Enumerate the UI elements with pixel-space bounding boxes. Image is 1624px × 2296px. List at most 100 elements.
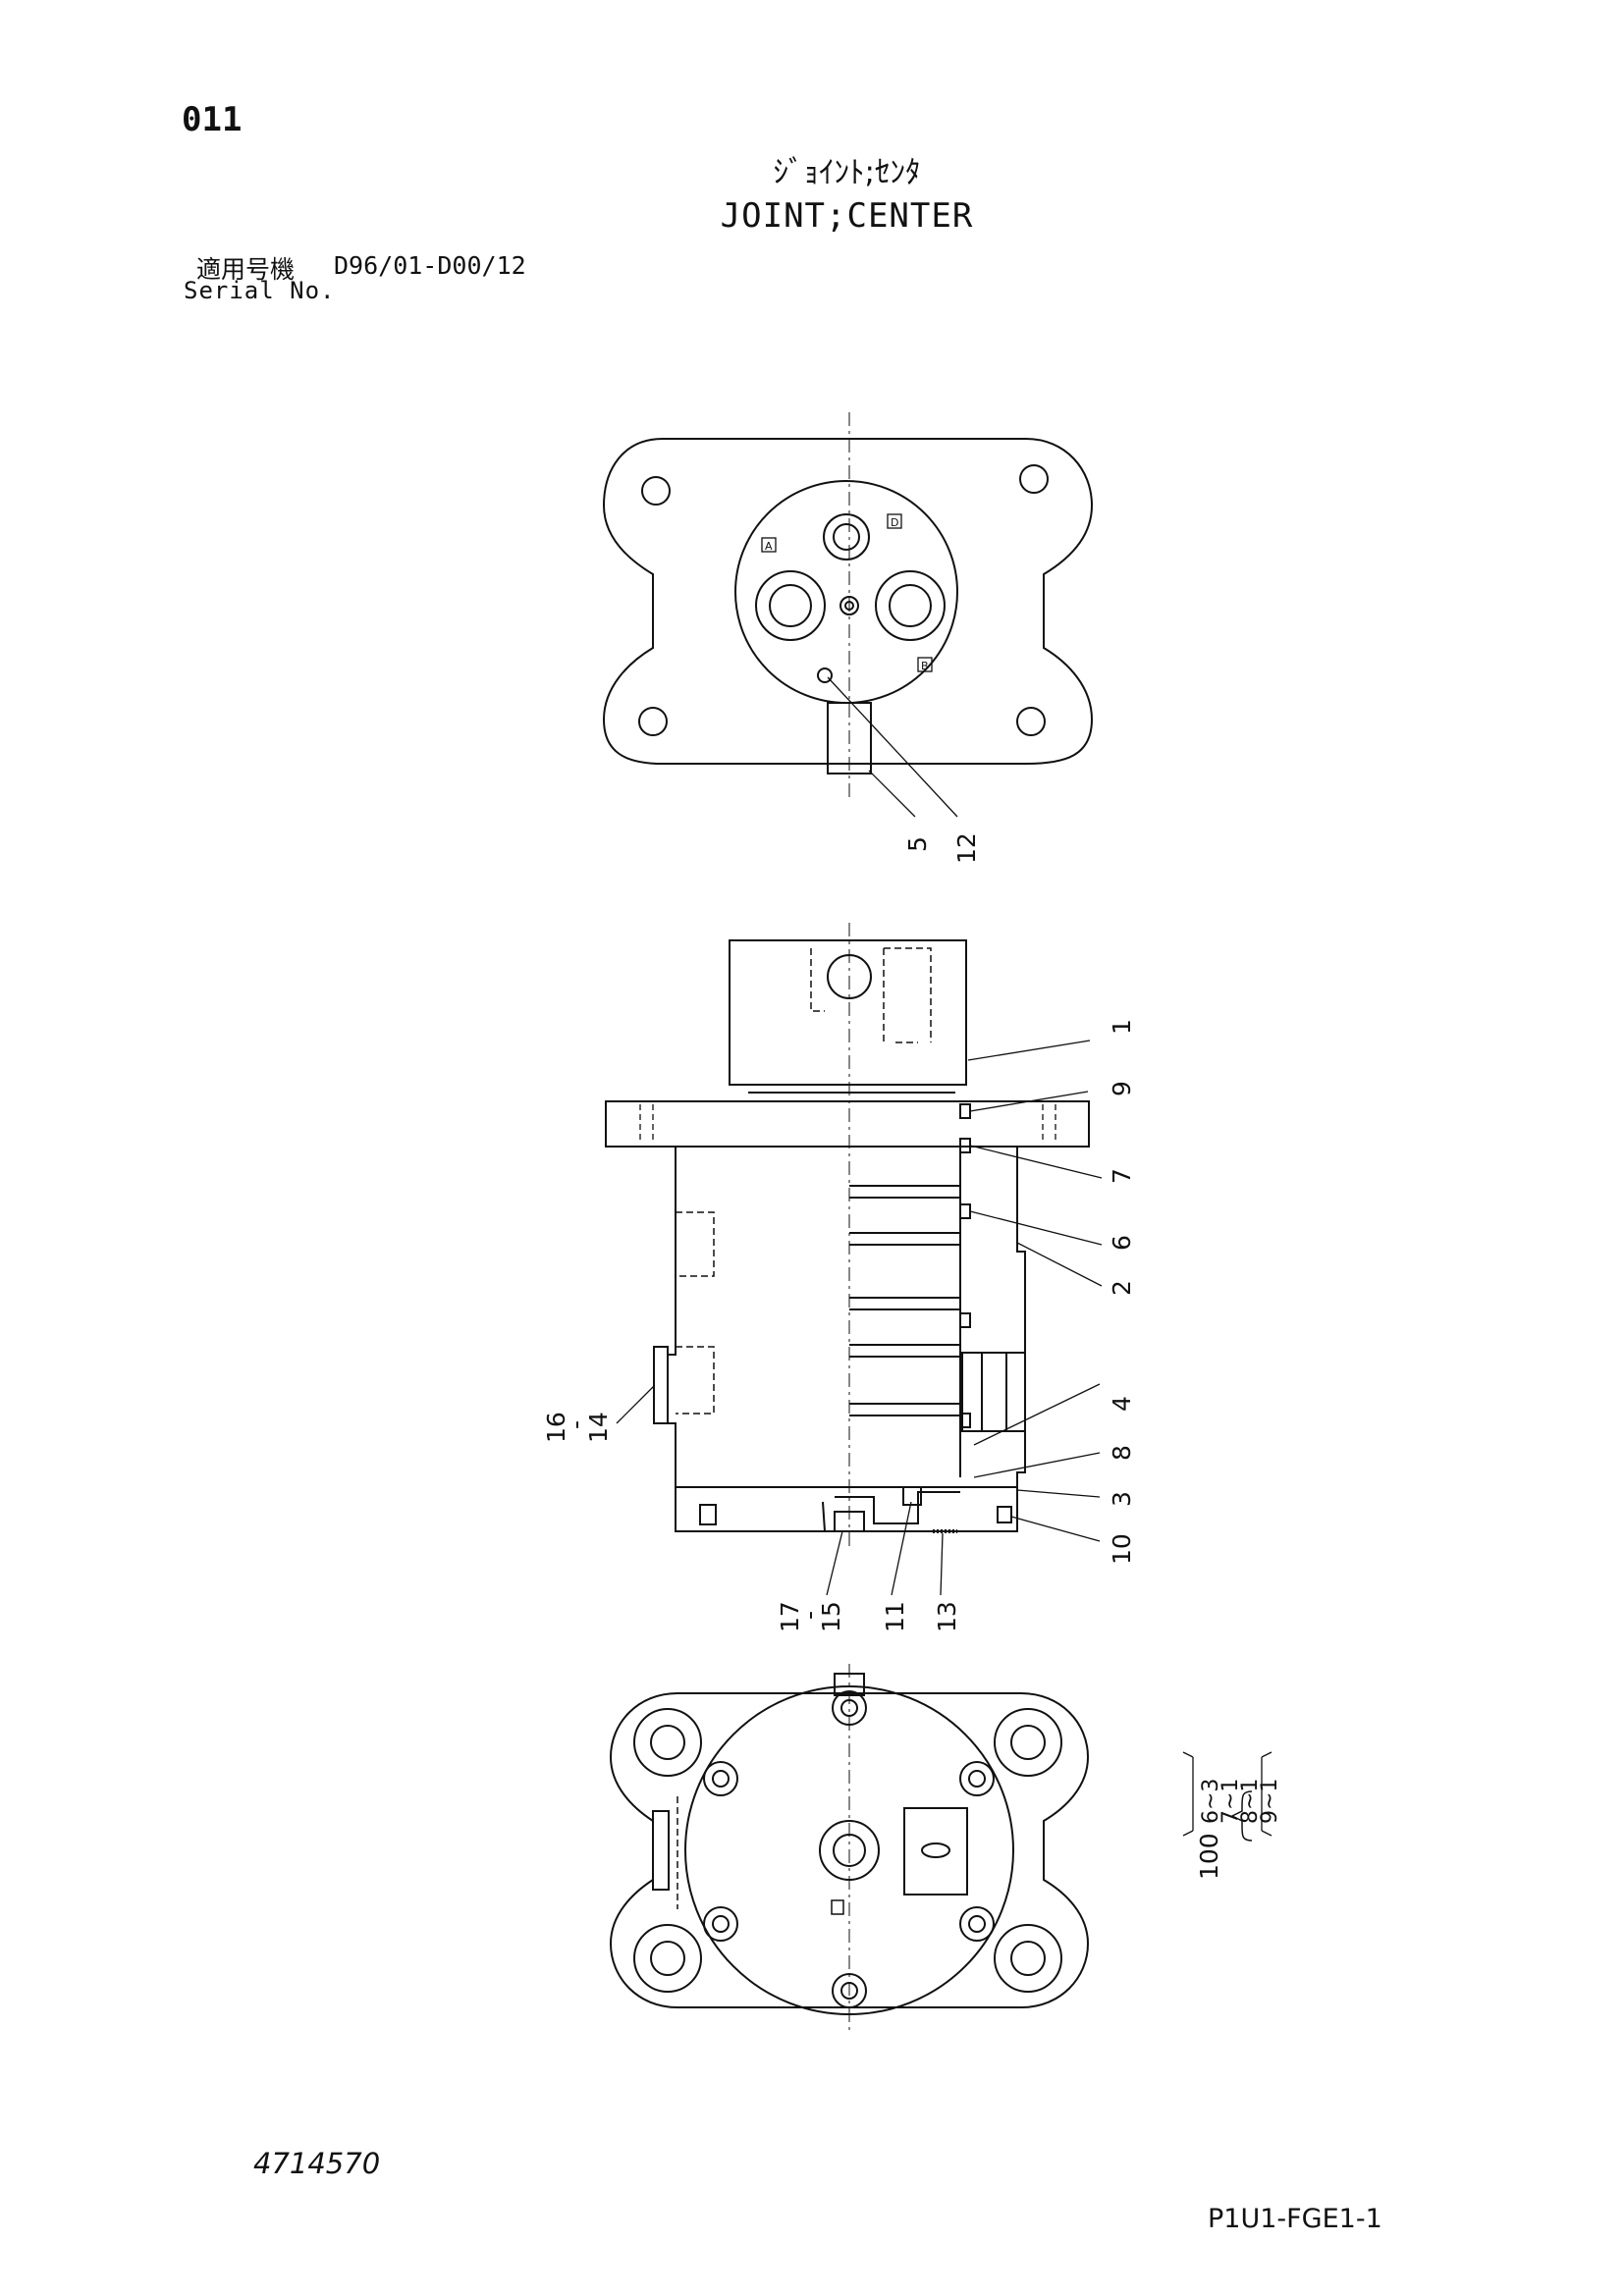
callout-17: 17	[776, 1601, 804, 1632]
leader-14	[616, 1385, 655, 1424]
sheet-code: P1U1-FGE1-1	[1208, 2204, 1382, 2234]
bottom-bolt-lr-outer	[959, 1906, 995, 1942]
main-body	[667, 1146, 1026, 1488]
side-port-boss	[961, 1352, 1026, 1432]
leader-15	[826, 1530, 843, 1596]
leader-4	[973, 1383, 1101, 1446]
kit-item-6: 6~3	[1199, 1779, 1223, 1824]
bottom-name-plate	[903, 1807, 968, 1896]
leader-1	[967, 1040, 1091, 1061]
bottom-mount-tr-outer	[994, 1708, 1062, 1777]
callout-7: 7	[1108, 1168, 1136, 1184]
callout-13: 13	[933, 1601, 961, 1632]
port-a-inner	[769, 584, 812, 627]
leader-8	[973, 1452, 1101, 1478]
center-port	[839, 596, 859, 615]
left-passage-lower	[676, 1346, 715, 1415]
flange-bolt-right	[1042, 1104, 1056, 1144]
port-d-inner	[833, 523, 860, 551]
side-flange	[605, 1100, 1090, 1148]
seal-4	[959, 1413, 971, 1428]
page-number: 011	[182, 100, 243, 139]
port-b-inner	[889, 584, 932, 627]
bottom-flange-outline	[609, 1692, 1090, 2008]
serial-label-english: Serial No.	[184, 277, 336, 304]
callout-2: 2	[1108, 1280, 1136, 1296]
callout-17-15-dash: -	[795, 1611, 824, 1620]
callout-12: 12	[952, 832, 981, 864]
kit-item-8: 8~1	[1238, 1779, 1263, 1824]
kit-item-7: 7~1	[1218, 1779, 1243, 1824]
callout-1: 1	[1108, 1019, 1136, 1035]
leader-6	[969, 1210, 1103, 1246]
callout-6: 6	[1108, 1235, 1136, 1251]
kit-brace-left	[1182, 1751, 1194, 1837]
bottom-bolt-ll-outer	[703, 1906, 738, 1942]
bottom-side-lug	[652, 1810, 670, 1891]
mount-hole-top-right	[1019, 464, 1049, 494]
callout-16-14-dash: -	[562, 1420, 590, 1429]
seal-6	[959, 1203, 971, 1219]
callout-16: 16	[542, 1412, 570, 1443]
bottom-bolt-ul-outer	[703, 1761, 738, 1796]
seal-6b	[959, 1312, 971, 1328]
bottom-plate-slot	[921, 1842, 950, 1858]
serial-label-japanese: 適用号機	[196, 255, 296, 284]
kit-brace	[1230, 1790, 1253, 1842]
leader-5	[868, 770, 916, 818]
title-english: JOINT;CENTER	[720, 196, 974, 236]
bottom-bolt-ur-outer	[959, 1761, 995, 1796]
bottom-cover	[675, 1486, 1018, 1532]
bottom-bolt-ll-inner	[712, 1915, 730, 1933]
head-passage-right	[883, 947, 932, 1043]
leader-13	[940, 1532, 944, 1596]
callout-8: 8	[1108, 1445, 1136, 1461]
port-mark-b: B	[921, 660, 929, 672]
bottom-view	[609, 1664, 1090, 2032]
callout-9: 9	[1108, 1081, 1136, 1096]
port-b-outer	[875, 570, 946, 641]
plug-12	[817, 667, 833, 683]
bottom-bolt-lr-inner	[968, 1915, 986, 1933]
top-flange-outline	[602, 438, 1094, 765]
top-view: A D B 5 12	[602, 412, 1094, 864]
callout-11: 11	[881, 1601, 909, 1632]
bottom-mount-tl-inner	[650, 1725, 685, 1760]
port-a-outer	[755, 570, 826, 641]
callout-10: 10	[1108, 1533, 1136, 1565]
bottom-mount-bl-outer	[633, 1924, 702, 1993]
stopper-5	[827, 702, 872, 774]
bottom-cover-step	[822, 1491, 960, 1532]
port-mark-d: D	[891, 516, 898, 529]
port-mark-d-box	[887, 513, 902, 529]
port-mark-b-box	[917, 657, 933, 672]
bottom-mount-tl-outer	[633, 1708, 702, 1777]
leader-2	[1016, 1242, 1103, 1287]
head-passage-left	[810, 948, 825, 1012]
seal-9	[959, 1103, 971, 1119]
leader-9	[969, 1091, 1089, 1112]
kit-number: 100	[1195, 1833, 1223, 1880]
leader-7	[969, 1145, 1103, 1179]
kit-brace-right	[1261, 1751, 1272, 1837]
title-japanese: ｼﾞｮｲﾝﾄ;ｾﾝﾀ	[773, 155, 921, 190]
callout-5: 5	[903, 836, 932, 852]
port-d-outer	[823, 513, 870, 561]
bottom-plug-11	[902, 1486, 922, 1506]
callout-14: 14	[584, 1412, 613, 1443]
leader-10	[1010, 1516, 1101, 1542]
leader-12	[827, 676, 958, 818]
bottom-bolt-ul-inner	[712, 1770, 730, 1788]
leader-11	[891, 1501, 912, 1596]
callout-4: 4	[1108, 1396, 1136, 1412]
left-passage-upper	[676, 1211, 715, 1277]
callout-3: 3	[1108, 1491, 1136, 1507]
bottom-small-plug	[831, 1899, 844, 1915]
side-view: 1 9 7 6 2 4 8 3 10 16 - 14 17 - 15 11 13	[542, 923, 1136, 1632]
bottom-mount-br-inner	[1010, 1941, 1046, 1976]
port-mark-a: A	[765, 540, 773, 553]
bottom-mount-br-outer	[994, 1924, 1062, 1993]
drawing-number: 4714570	[253, 2147, 381, 2180]
callout-15: 15	[817, 1601, 845, 1632]
